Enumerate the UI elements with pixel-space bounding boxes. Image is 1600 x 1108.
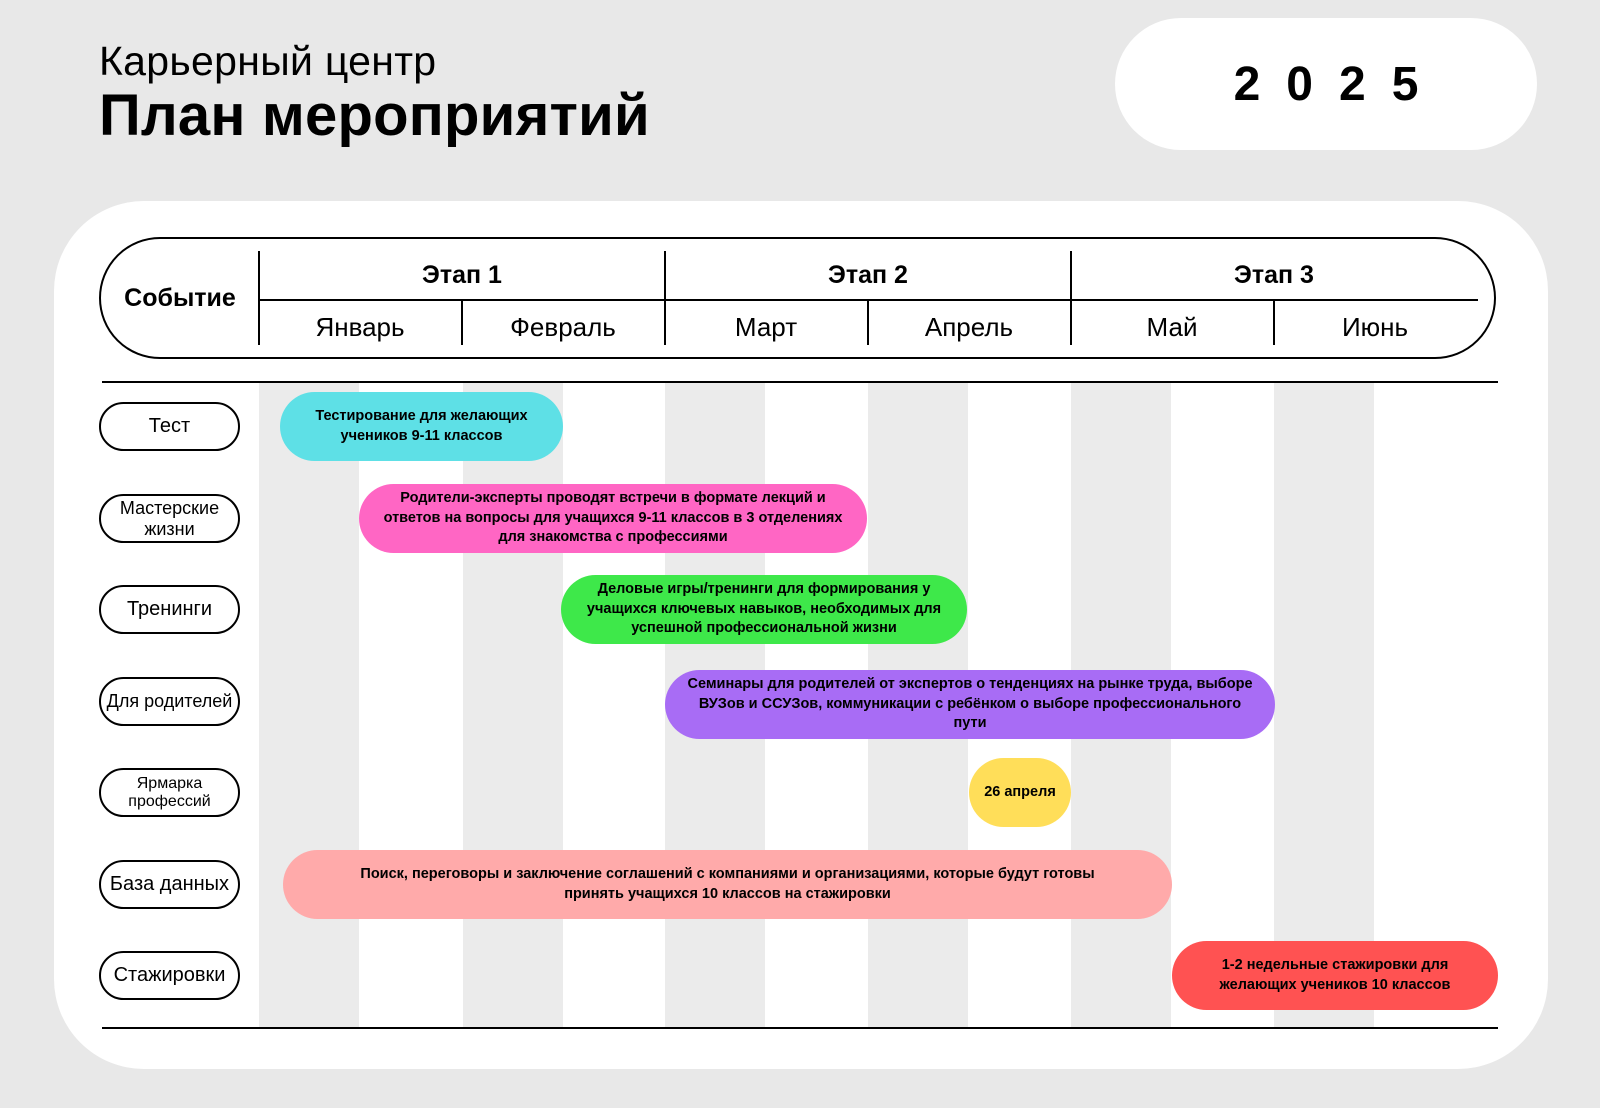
timeline-bar-test: Тестирование для желающих учеников 9-11 …: [280, 392, 563, 461]
month-may: Май: [1146, 311, 1198, 342]
timeline-bar-internships: 1-2 недельные стажировки для желающих уч…: [1172, 941, 1498, 1010]
header-divider: [1273, 301, 1275, 345]
header-divider: [461, 301, 463, 345]
row-label-test: Тест: [99, 402, 240, 451]
body-top-line: [102, 381, 1498, 383]
timeline-bar-database: Поиск, переговоры и заключение соглашени…: [283, 850, 1172, 919]
table-header: [99, 237, 1496, 359]
column-stripe: [259, 383, 359, 1027]
month-february: Февраль: [510, 311, 616, 342]
year-badge: 2025: [1115, 18, 1537, 150]
row-label-parents: Для родителей: [99, 677, 240, 726]
timeline-bar-masterskie: Родители-эксперты проводят встречи в фор…: [359, 484, 867, 553]
row-label-treningi: Тренинги: [99, 585, 240, 634]
header-subtitle: Карьерный центр: [99, 38, 437, 84]
month-april: Апрель: [924, 311, 1014, 342]
row-label-database: База данных: [99, 860, 240, 909]
month-june: Июнь: [1341, 311, 1409, 342]
timeline-bar-parents: Семинары для родителей от экспертов о те…: [665, 670, 1275, 739]
header-divider: [867, 301, 869, 345]
column-stripe: [463, 383, 563, 1027]
body-bottom-line: [102, 1027, 1498, 1029]
stage-1-header: Этап 1: [422, 261, 502, 289]
event-column-header: Событие: [124, 283, 236, 312]
header-divider: [1070, 251, 1072, 345]
row-label-masterskie: Мастерские жизни: [99, 494, 240, 543]
header-divider: [259, 299, 1478, 301]
timeline-bar-treningi: Деловые игры/тренинги для формирования у…: [561, 575, 967, 644]
month-january: Январь: [315, 311, 405, 342]
header-divider: [664, 251, 666, 345]
month-march: Март: [734, 311, 798, 342]
row-label-internships: Стажировки: [99, 951, 240, 1000]
stage-3-header: Этап 3: [1234, 261, 1314, 289]
column-stripe: [1274, 383, 1374, 1027]
page-title: План мероприятий: [99, 83, 650, 148]
stage-2-header: Этап 2: [828, 261, 908, 289]
timeline-bar-fair: 26 апреля: [969, 758, 1071, 827]
header-divider: [258, 251, 260, 345]
row-label-fair: Ярмарка профессий: [99, 768, 240, 817]
